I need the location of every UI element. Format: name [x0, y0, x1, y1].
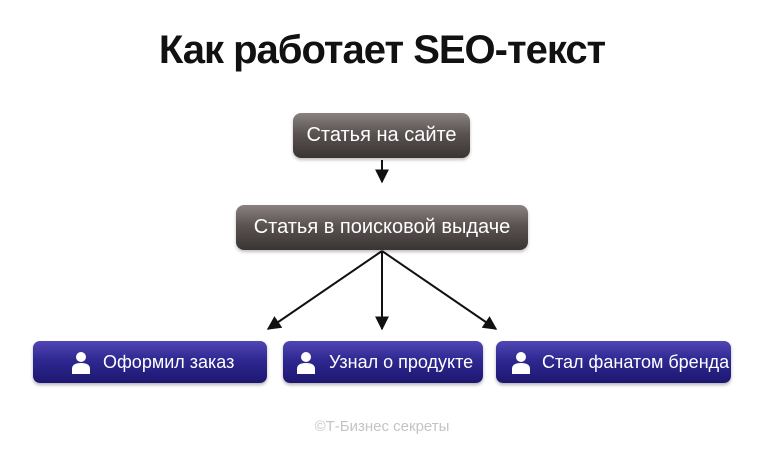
node-article-on-site: Статья на сайте [293, 113, 470, 158]
node-article-in-search: Статья в поисковой выдаче [236, 205, 528, 250]
outcome-ordered: Оформил заказ [33, 341, 267, 383]
outcome-learned: Узнал о продукте [283, 341, 483, 383]
outcome-fan: Стал фанатом бренда [496, 341, 731, 383]
person-icon [511, 350, 531, 374]
outcome-ordered-label: Оформил заказ [103, 351, 235, 372]
arrow-middle-to-outcome-1 [266, 250, 383, 330]
outcome-learned-label: Узнал о продукте [329, 351, 474, 372]
outcome-fan-label: Стал фанатом бренда [542, 351, 730, 372]
arrow-middle-to-outcome-3 [381, 250, 498, 330]
node-article-on-site-label: Статья на сайте [306, 124, 457, 146]
person-icon [296, 350, 316, 374]
node-article-in-search-label: Статья в поисковой выдаче [253, 216, 511, 238]
diagram-title: Как работает SEO-текст [158, 28, 606, 72]
copyright-footer: ©Т-Бизнес секреты [314, 418, 450, 435]
person-icon [71, 350, 91, 374]
